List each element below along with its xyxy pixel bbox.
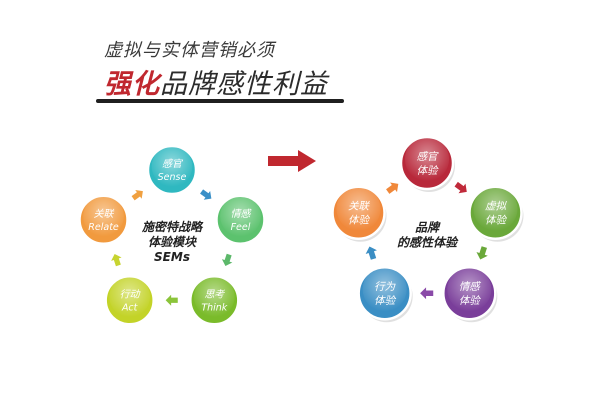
right-cycle-node-2-label: 虚拟 [485, 201, 507, 213]
right-cycle-node-2-sublabel: 体验 [485, 215, 507, 227]
title-underline [96, 99, 344, 103]
left-cycle-node-1-sublabel: Sense [158, 172, 187, 183]
left-cycle-arrow-2 [221, 253, 233, 267]
right-cycle-node-1-label: 感官 [417, 151, 439, 163]
left-cycle-center-line-2: 体验模块 [148, 235, 197, 249]
left-cycle: 感官 Sense 情感 Feel 思考 Think 行动 Act 关联 Relate 施密特战略体验… [78, 144, 266, 326]
title-line-1: 虚拟与实体营销必须 [104, 40, 275, 61]
left-cycle-node-2-label: 情感 [230, 208, 252, 220]
left-cycle-node-3: 思考 Think [189, 274, 240, 326]
right-cycle-arrow-4 [365, 246, 377, 260]
right-cycle-node-3-label: 情感 [459, 281, 481, 293]
left-cycle-node-4-sublabel: Act [121, 302, 139, 313]
title-line-2: 强化品牌感性利益 [104, 62, 328, 101]
right-cycle-center-line-1: 品牌 [415, 221, 441, 235]
connector-arrow-shape [268, 150, 316, 172]
left-cycle-node-1: 感官 Sense [146, 144, 198, 196]
right-cycle-node-5-label: 关联 [348, 201, 370, 213]
left-cycle-node-4: 行动 Act [104, 274, 155, 326]
left-cycle-node-4-label: 行动 [120, 288, 141, 300]
left-cycle-node-3-sublabel: Think [201, 302, 227, 313]
left-cycle-node-5-sublabel: Relate [88, 222, 119, 233]
right-cycle-node-4-sublabel: 体验 [374, 295, 396, 307]
connector-arrow [268, 150, 316, 172]
title-rest: 品牌感性利益 [160, 69, 328, 100]
right-cycle-arrow-1 [454, 181, 467, 194]
title-accent: 强化 [104, 69, 160, 100]
left-cycle-node-3-label: 思考 [204, 288, 225, 300]
right-cycle-arrow-3 [420, 287, 434, 300]
right-cycle-node-4-label: 行为 [374, 281, 396, 293]
right-cycle-arrow-5 [386, 182, 399, 194]
left-cycle-arrow-4 [111, 253, 122, 267]
right-cycle-node-1-sublabel: 体验 [417, 165, 439, 177]
right-cycle-center-line-2: 的感性体验 [397, 236, 459, 250]
right-cycle-node-5-sublabel: 体验 [348, 215, 370, 227]
left-cycle-node-5: 关联 Relate [78, 194, 129, 246]
left-cycle-arrow-1 [200, 189, 212, 200]
left-cycle-center-line-3: SEMs [154, 250, 190, 264]
left-cycle-node-5-label: 关联 [94, 208, 115, 220]
left-cycle-arrow-5 [131, 189, 143, 201]
left-cycle-node-2-sublabel: Feel [231, 222, 251, 233]
left-cycle-arrow-3 [165, 294, 178, 306]
right-cycle-arrow-2 [476, 246, 488, 260]
left-cycle-node-1-label: 感官 [162, 158, 184, 170]
right-cycle-node-3-sublabel: 体验 [459, 295, 481, 307]
left-cycle-node-2: 情感 Feel [215, 194, 266, 246]
left-cycle-center-line-1: 施密特战略 [141, 220, 204, 234]
